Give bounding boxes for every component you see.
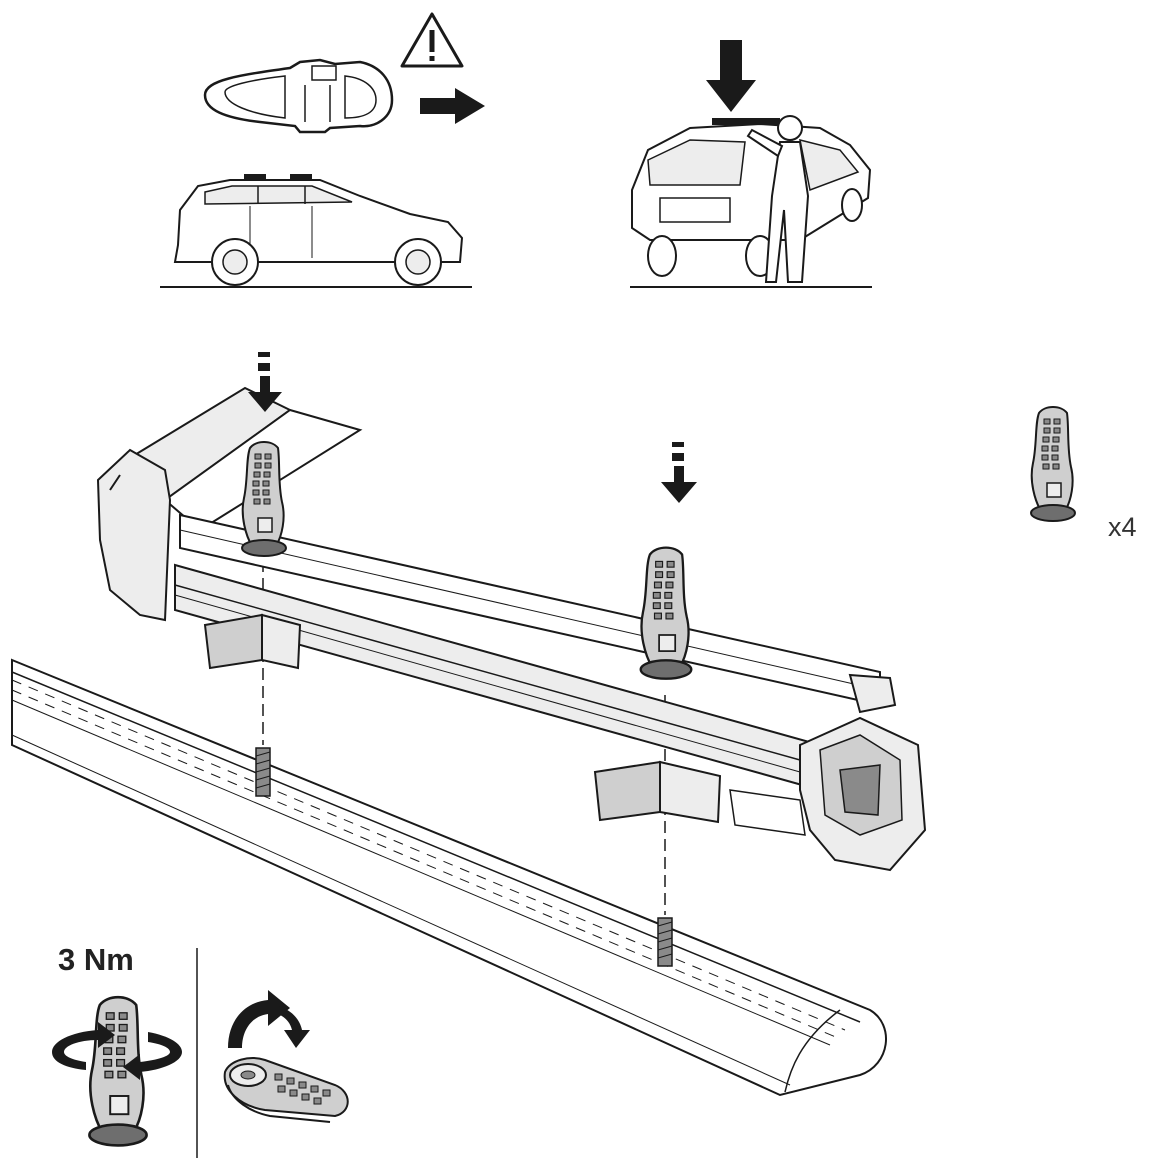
quantity-label: x4 bbox=[1108, 512, 1137, 542]
flipped-clamp bbox=[223, 1057, 349, 1123]
ski-carrier bbox=[96, 386, 927, 872]
bar-profile-section bbox=[203, 58, 394, 134]
warning-triangle-icon bbox=[400, 12, 464, 68]
ski-clamp-right bbox=[639, 546, 693, 680]
ski-clamp-single bbox=[1030, 406, 1076, 522]
flip-arrow-icon bbox=[228, 990, 310, 1048]
car-rear-view bbox=[631, 118, 872, 277]
arrow-down-icon-left bbox=[248, 352, 282, 412]
car-side-view bbox=[173, 174, 464, 286]
person-figure bbox=[746, 115, 810, 283]
torque-label: 3 Nm bbox=[58, 942, 134, 977]
arrow-down-icon bbox=[706, 40, 756, 112]
arrow-right-icon bbox=[420, 88, 485, 124]
arrow-down-icon-right bbox=[661, 442, 697, 503]
t-bolt-left bbox=[255, 747, 271, 797]
ski-clamp-left bbox=[241, 441, 287, 557]
t-bolt-right bbox=[657, 917, 673, 967]
roof-bar bbox=[11, 658, 887, 1097]
rotate-arrows-icon bbox=[52, 1022, 182, 1080]
